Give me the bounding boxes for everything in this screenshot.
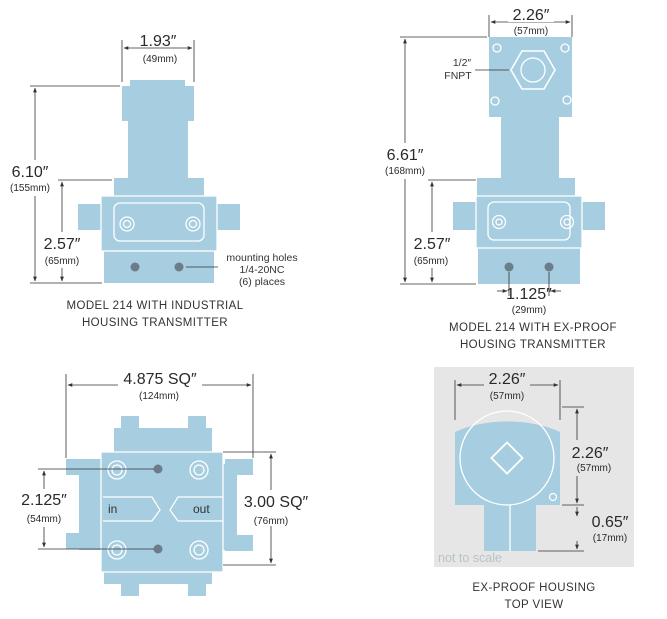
mounting-hole — [130, 262, 140, 272]
exproof-caption-line1: MODEL 214 WITH EX-PROOF — [449, 322, 617, 334]
top-height-mm: (57mm) — [577, 463, 611, 474]
bottom-width-mm: (124mm) — [139, 391, 179, 402]
industrial-width-mm: (49mm) — [143, 54, 177, 65]
bottom-hole-spacing-mm: (54mm) — [27, 514, 61, 525]
mounting-holes-label: mounting holes — [226, 252, 297, 264]
exproof-top-view: 2.26″ (57mm) 2.26″ (57mm) 0.65″ (17mm) n… — [434, 367, 634, 611]
mounting-hole — [504, 262, 514, 272]
mounting-hole — [153, 544, 163, 554]
mounting-count-label: (6) places — [239, 276, 285, 288]
exproof-housing-view: 2.26″ (57mm) 1/2″ FNPT 6.61″ (168mm) 2.5… — [378, 4, 617, 351]
bottom-square-mm: (76mm) — [254, 516, 288, 527]
industrial-width-inches: 1.93″ — [140, 33, 177, 50]
exproof-hole-spacing-mm: (29mm) — [512, 305, 546, 316]
industrial-base-inches: 2.57″ — [44, 236, 81, 253]
industrial-caption-line1: MODEL 214 WITH INDUSTRIAL — [67, 300, 244, 312]
top-view-caption-line2: TOP VIEW — [504, 599, 563, 611]
industrial-transmitter-drawing — [78, 80, 240, 283]
top-stem-inches: 0.65″ — [592, 514, 629, 531]
exproof-base-inches: 2.57″ — [414, 236, 451, 253]
outlet-port-label: out — [193, 502, 210, 516]
conduit-size-label: 1/2″ — [453, 57, 472, 69]
top-width-inches: 2.26″ — [489, 371, 526, 388]
conduit-thread-label: FNPT — [444, 70, 472, 82]
exproof-hole-spacing-inches: 1.125″ — [506, 286, 552, 303]
mounting-hole — [544, 262, 554, 272]
bottom-flange-view: in out 4.875 SQ″ (124mm) 2.125″ (54mm) 3… — [18, 368, 312, 596]
exproof-width-inches: 2.26″ — [513, 7, 550, 24]
inlet-port-label: in — [108, 502, 117, 516]
top-view-square-plug — [490, 441, 524, 475]
top-view-housing-drawing — [455, 410, 560, 551]
not-to-scale-note: not to scale — [438, 551, 502, 565]
mounting-thread-label: 1/4-20NC — [240, 264, 285, 276]
exproof-transmitter-drawing — [453, 37, 605, 284]
mounting-hole — [174, 262, 184, 272]
top-view-caption-line1: EX-PROOF HOUSING — [472, 582, 595, 594]
exproof-height-mm: (168mm) — [385, 166, 425, 177]
mounting-hole — [153, 464, 163, 474]
industrial-base-mm: (65mm) — [45, 256, 79, 267]
exproof-width-mm: (57mm) — [514, 26, 548, 37]
top-stem-mm: (17mm) — [593, 533, 627, 544]
industrial-caption-line2: HOUSING TRANSMITTER — [82, 317, 228, 329]
bottom-square-inches: 3.00 SQ″ — [244, 494, 309, 511]
exproof-base-mm: (65mm) — [414, 256, 448, 267]
conduit-hex-fitting — [510, 50, 556, 90]
top-width-mm: (57mm) — [490, 391, 524, 402]
exproof-caption-line2: HOUSING TRANSMITTER — [460, 339, 606, 351]
top-height-inches: 2.26″ — [572, 445, 609, 462]
bottom-flange-drawing — [66, 416, 253, 596]
industrial-housing-view: 1.93″ (49mm) 6.10″ (155mm) 2.57″ (65mm) … — [2, 33, 298, 329]
bottom-width-inches: 4.875 SQ″ — [123, 371, 197, 388]
bottom-hole-spacing-inches: 2.125″ — [21, 492, 67, 509]
industrial-height-inches: 6.10″ — [12, 164, 49, 181]
exproof-height-inches: 6.61″ — [387, 147, 424, 164]
industrial-height-mm: (155mm) — [10, 183, 50, 194]
